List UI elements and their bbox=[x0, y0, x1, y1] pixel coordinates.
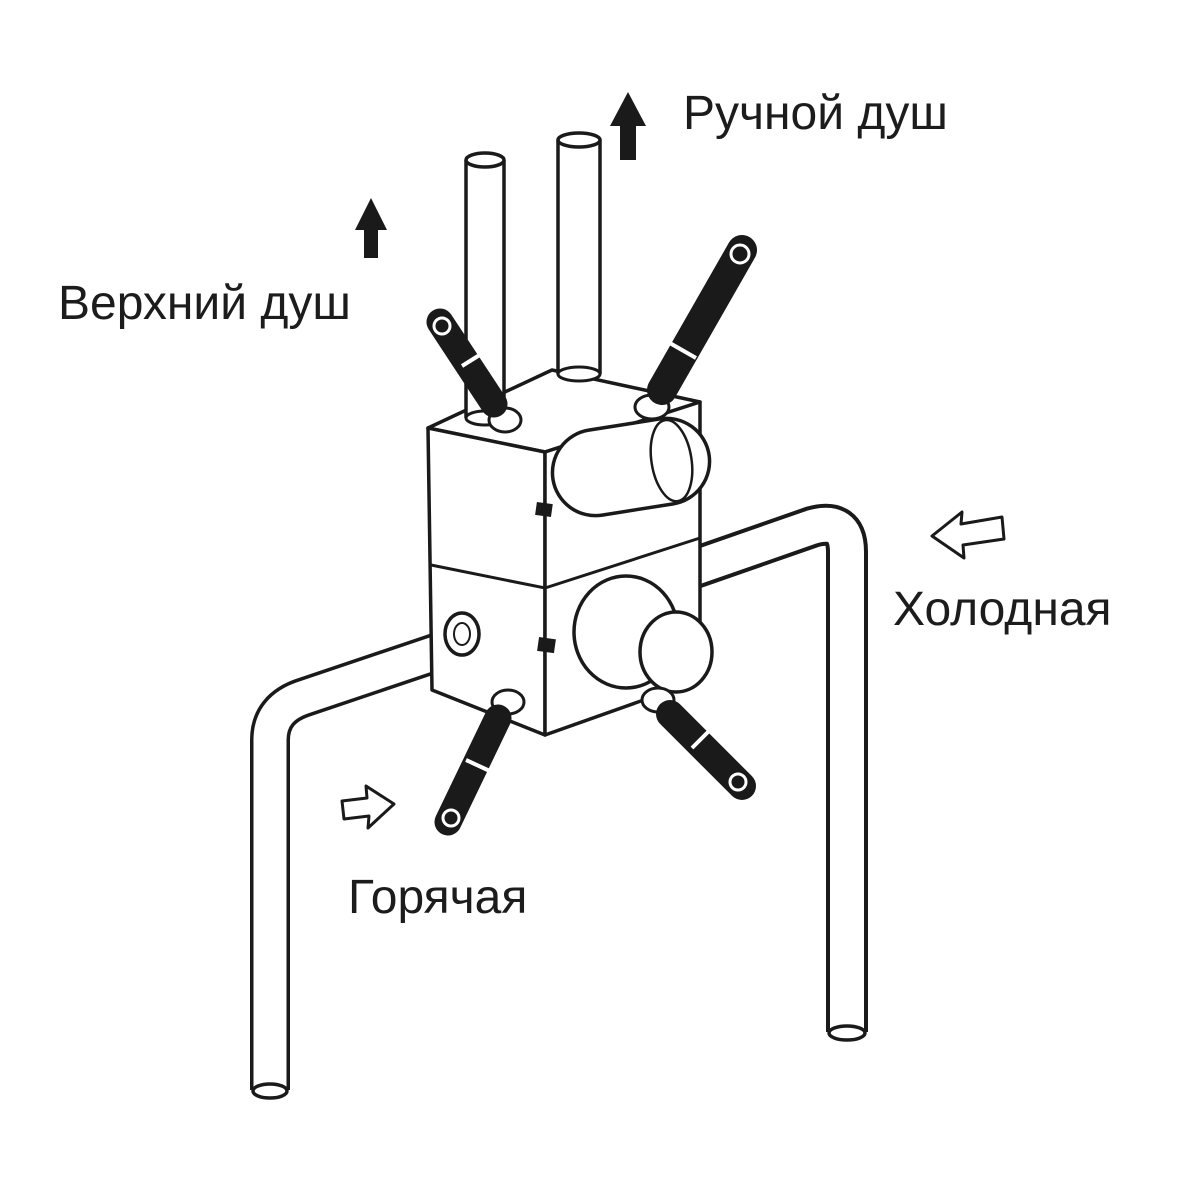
valve-body-seam bbox=[430, 536, 701, 590]
mounting-clip-lower bbox=[537, 636, 556, 654]
hand-shower-label: Ручной душ bbox=[683, 87, 948, 140]
hand-shower-pipe bbox=[556, 131, 602, 383]
hot-inlet-pipe bbox=[250, 619, 487, 1100]
diverter-cartridge bbox=[550, 416, 712, 518]
hand-shower-up-arrow-icon bbox=[610, 92, 646, 160]
cold-inlet-pipe bbox=[653, 503, 868, 1042]
overhead-shower-label: Верхний душ bbox=[58, 277, 351, 330]
cold-pipe-end-cap bbox=[827, 1024, 867, 1042]
hot-water-right-arrow-icon bbox=[340, 784, 396, 830]
overhead-shower-up-arrow-icon bbox=[355, 198, 387, 258]
lever-bottom-right bbox=[640, 686, 756, 800]
valve-body-left-face bbox=[426, 426, 547, 737]
lever-top-right bbox=[633, 235, 757, 421]
mounting-clip-upper bbox=[535, 501, 553, 518]
hot-inlet-port bbox=[443, 611, 481, 657]
hot-pipe-end-cap bbox=[251, 1082, 289, 1100]
lever-bottom-left bbox=[434, 688, 526, 836]
cold-water-left-arrow-icon bbox=[930, 510, 1006, 560]
lever-top-left bbox=[426, 308, 523, 434]
cold-water-label: Холодная bbox=[893, 583, 1112, 636]
mixer-cartridge-boss bbox=[572, 574, 714, 694]
hot-water-label: Горячая bbox=[348, 871, 528, 924]
